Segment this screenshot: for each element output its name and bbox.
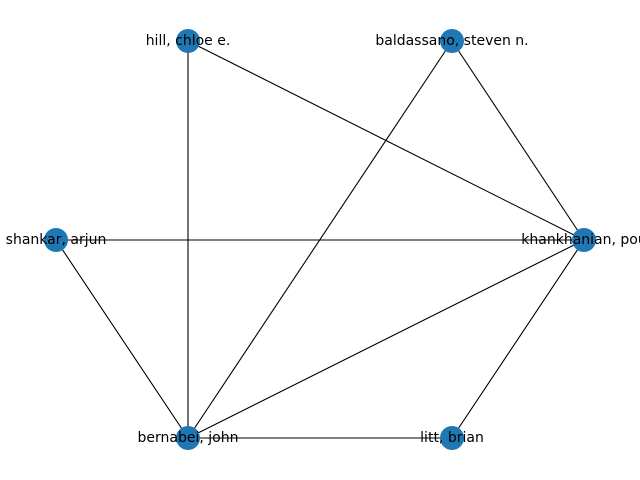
edge-layer xyxy=(55,40,585,439)
node-baldassano xyxy=(440,29,464,53)
node-layer xyxy=(44,29,596,450)
node-label-bernabei: bernabei, john xyxy=(138,430,239,446)
node-litt xyxy=(440,426,464,450)
node-shankar xyxy=(44,228,68,252)
edge-baldassano-khankhanian xyxy=(451,40,585,241)
edge-khankhanian-litt xyxy=(451,239,585,439)
node-label-hill: hill, chloe e. xyxy=(146,33,231,49)
node-khankhanian xyxy=(572,228,596,252)
edge-shankar-bernabei xyxy=(55,239,189,439)
node-label-khankhanian: khankhanian, pou xyxy=(521,232,640,248)
node-label-litt: litt, brian xyxy=(420,430,484,446)
edge-khankhanian-bernabei xyxy=(187,239,585,439)
node-bernabei xyxy=(176,426,200,450)
label-layer: hill, chloe e. baldassano, steven n. shank… xyxy=(6,33,640,446)
node-label-baldassano: baldassano, steven n. xyxy=(375,33,528,49)
node-hill xyxy=(176,29,200,53)
node-label-shankar: shankar, arjun xyxy=(6,232,107,248)
